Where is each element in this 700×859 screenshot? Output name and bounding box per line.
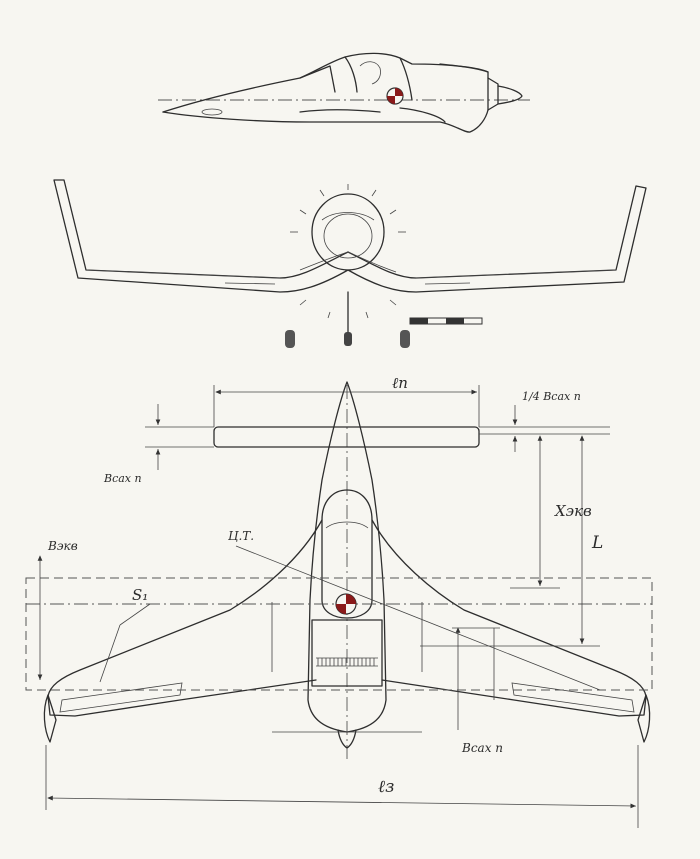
- right-aileron: [511, 682, 635, 713]
- label-wing-span: ℓз: [378, 777, 394, 797]
- fuselage-upper-line: [162, 52, 489, 113]
- front-engine-ring: [323, 213, 373, 259]
- label-equiv-chord: Bэкв: [47, 539, 78, 553]
- label-tail-mac: Bсах п: [103, 472, 142, 485]
- wing-fold-lines: [271, 602, 423, 672]
- canopy-rear-frame: [399, 57, 413, 101]
- tail-spinner: [337, 729, 357, 749]
- label-equiv-arm: Xэкв: [554, 502, 592, 520]
- label-quarter-chord: 1/4 Bсах п: [522, 390, 581, 403]
- right-main-wheel: [400, 330, 410, 348]
- area-leader-tail: [99, 624, 121, 683]
- wing-section-oval: [201, 108, 223, 116]
- front-fillet-curve: [299, 251, 397, 273]
- cg-marker-side: [386, 87, 404, 105]
- right-winglet: [637, 694, 651, 743]
- left-winglet: [43, 694, 57, 743]
- engine-bay: [311, 619, 383, 687]
- front-wing-leading-edge: [85, 269, 617, 279]
- label-length: L: [591, 533, 603, 553]
- front-wing-outline: [53, 179, 647, 293]
- cg-leader-line: [235, 545, 601, 691]
- cooling-vents: [316, 657, 378, 667]
- side-view: [158, 52, 530, 133]
- wing-span-dim: [47, 795, 637, 809]
- canopy-frame: [325, 521, 369, 529]
- left-aileron: [59, 682, 183, 713]
- cg-marker-top: [335, 593, 357, 615]
- propeller-arc-ticks: [290, 184, 406, 319]
- spinner-base: [487, 77, 499, 111]
- front-canopy-curve: [321, 212, 375, 221]
- label-tail-span: ℓп: [392, 374, 408, 392]
- pilot-figure: [359, 61, 381, 85]
- canopy-mid-frame: [344, 56, 358, 93]
- left-main-wheel: [285, 330, 295, 348]
- fuselage-lower-line: [162, 109, 489, 133]
- area-leader-line: [119, 603, 151, 626]
- front-fuselage-disk: [311, 193, 385, 271]
- equivalent-wing-rectangle: [25, 577, 653, 691]
- side-fin-line: [399, 107, 446, 123]
- scale-bar: [409, 317, 483, 325]
- front-view: [53, 179, 647, 348]
- nose-wheel: [344, 332, 352, 346]
- canopy-front-frame: [299, 65, 336, 93]
- propeller-spinner: [497, 85, 523, 105]
- front-aileron-lines: [224, 282, 471, 285]
- top-view: [25, 381, 653, 828]
- engine-cowling: [439, 63, 489, 111]
- label-cg: Ц.Т.: [228, 529, 254, 543]
- label-wing-mac: Bсах п: [461, 741, 503, 755]
- canard-surface: [213, 426, 480, 448]
- label-area: S₁: [132, 586, 148, 604]
- side-wing-line: [299, 109, 381, 113]
